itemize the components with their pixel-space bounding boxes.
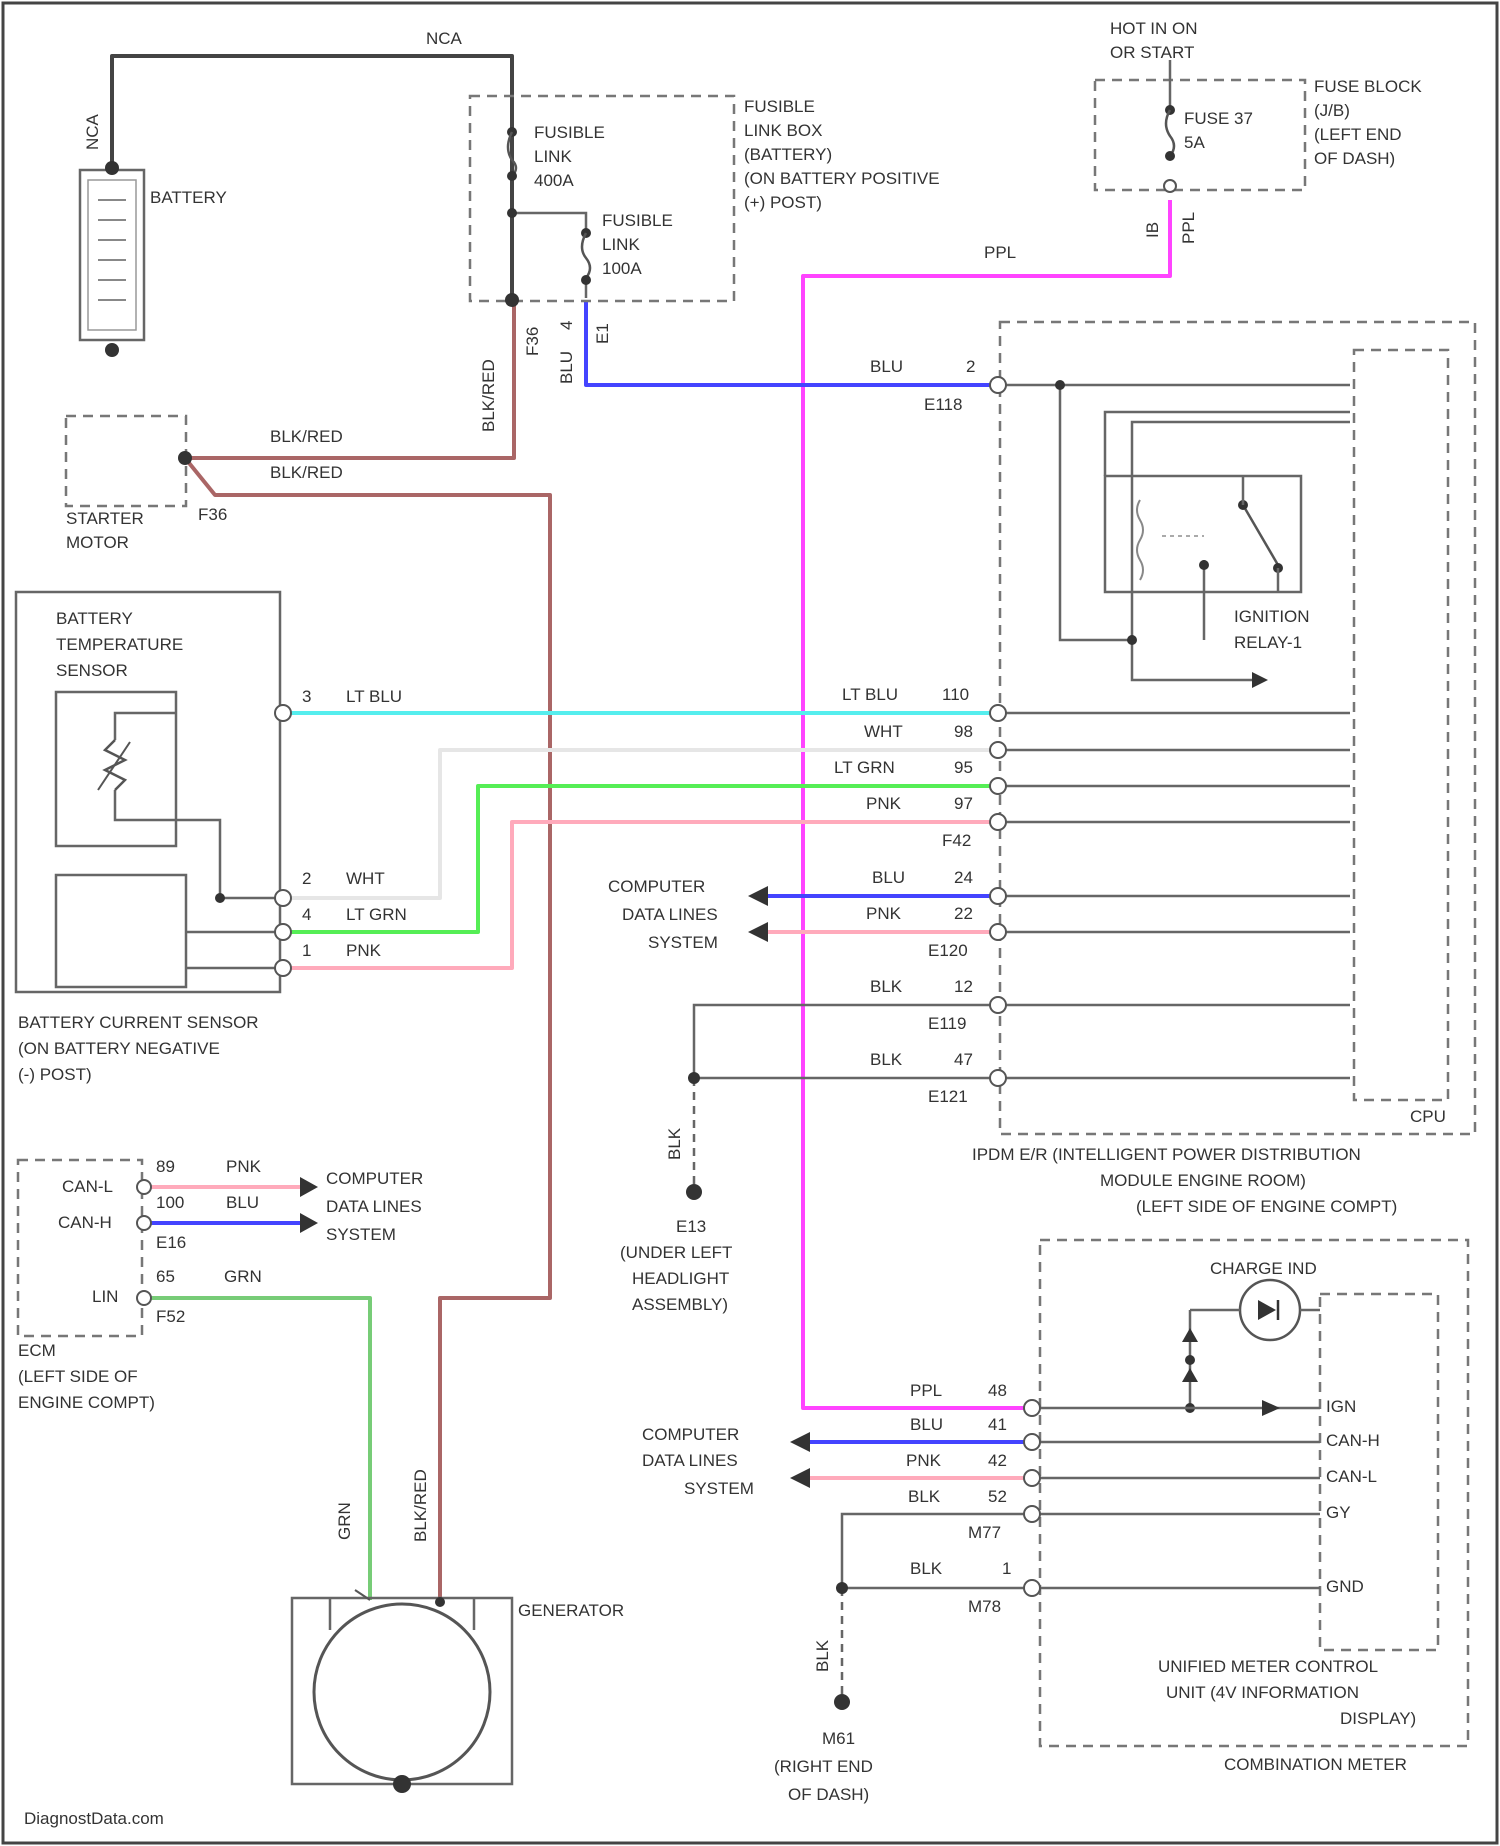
- ground-m61: [834, 1694, 850, 1710]
- meter-row-2-wire: PNK: [906, 1451, 942, 1470]
- meter-row-1-name: CAN-H: [1326, 1431, 1380, 1450]
- bts-pin-2: 4: [302, 905, 311, 924]
- ipdm-row-5-wire: PNK: [866, 904, 902, 923]
- m61-junction: [836, 1582, 848, 1594]
- ipdm-row-0-wire: LT BLU: [842, 685, 898, 704]
- ecm-pin-1-conn: E16: [156, 1233, 186, 1252]
- generator-label: GENERATOR: [518, 1601, 624, 1620]
- ipdm-row-7-pin: 47: [954, 1050, 973, 1069]
- meter-row-1-wire: BLU: [910, 1415, 943, 1434]
- meter-row-1-pin: 41: [988, 1415, 1007, 1434]
- generator-blkred: BLK/RED: [411, 1469, 430, 1542]
- ecm-pin-2-wire: GRN: [224, 1267, 262, 1286]
- ipdm-row-1-wire: WHT: [864, 722, 903, 741]
- meter-row-4-wire: BLK: [910, 1559, 943, 1578]
- ipdm-row-6-conn: E119: [928, 1014, 966, 1033]
- ipdm-row-2-wire: LT GRN: [834, 758, 895, 777]
- ground-e13: [686, 1184, 702, 1200]
- ipdm-row-7-wire: BLK: [870, 1050, 903, 1069]
- bts-pin-0: 3: [302, 687, 311, 706]
- meter-row-3-pin: 52: [988, 1487, 1007, 1506]
- bts-wire-0: LT BLU: [346, 687, 402, 706]
- meter-row-2-pin: 42: [988, 1451, 1007, 1470]
- ipdm-row-4-wire: BLU: [872, 868, 905, 887]
- meter-row-0-pin: 48: [988, 1381, 1007, 1400]
- diagram-border: [3, 3, 1497, 1843]
- watermark: DiagnostData.com: [24, 1809, 164, 1828]
- battery-label: BATTERY: [150, 188, 227, 207]
- fusible-pin-f36: F36: [523, 327, 542, 356]
- ipdm-row-5-pin: 22: [954, 904, 973, 923]
- cpu-label: CPU: [1410, 1107, 1446, 1126]
- ecm-pin-1-wire: BLU: [226, 1193, 259, 1212]
- combination-meter-label: COMBINATION METER: [1224, 1755, 1407, 1774]
- ipdm-row-3-pin: 97: [954, 794, 973, 813]
- starter-terminal: [178, 451, 192, 465]
- starter-pin: F36: [198, 505, 227, 524]
- bts-pin-1: 2: [302, 869, 311, 888]
- ipdm-top-wire: BLU: [870, 357, 903, 376]
- fuse-pin-ib: IB: [1143, 222, 1162, 238]
- ipdm-row-7-conn: E121: [928, 1087, 968, 1106]
- ecm-pin-2-conn: F52: [156, 1307, 185, 1326]
- meter-row-3-conn: M77: [968, 1523, 1001, 1542]
- ipdm-top-conn: E118: [924, 395, 962, 414]
- meter-row-3-name: GY: [1326, 1503, 1351, 1522]
- bts-wire-1: WHT: [346, 869, 385, 888]
- fusible-pin-4: 4: [557, 321, 576, 330]
- ipdm-row-3-conn: F42: [942, 831, 971, 850]
- bts-wire-3: PNK: [346, 941, 382, 960]
- ipdm-row-4-pin: 24: [954, 868, 973, 887]
- battery-wire-label: NCA: [83, 113, 102, 150]
- charge-ind-label: CHARGE IND: [1210, 1259, 1317, 1278]
- fusible-pin-e1: E1: [593, 323, 612, 344]
- starter-wire2: BLK/RED: [270, 463, 343, 482]
- meter-row-4-name: GND: [1326, 1577, 1364, 1596]
- ppl-label: PPL: [984, 243, 1016, 262]
- bts-wire-2: LT GRN: [346, 905, 407, 924]
- meter-row-3-wire: BLK: [908, 1487, 941, 1506]
- ecm-pin-0-wire: PNK: [226, 1157, 262, 1176]
- ipdm-row-1-pin: 98: [954, 722, 973, 741]
- fusible-blu-wire: BLU: [557, 351, 576, 384]
- ground-junction: [688, 1072, 700, 1084]
- ecm-pin-2-pin: 65: [156, 1267, 175, 1286]
- ecm-pin-0-pin: 89: [156, 1157, 175, 1176]
- ground-m61-wire: BLK: [813, 1639, 832, 1672]
- fuse-ppl-wire: PPL: [1179, 212, 1198, 244]
- meter-row-2-name: CAN-L: [1326, 1467, 1377, 1486]
- fusible-blkred-wire: BLK/RED: [479, 359, 498, 432]
- meter-row-4-pin: 1: [1002, 1559, 1011, 1578]
- ipdm-row-2-pin: 95: [954, 758, 973, 777]
- ground-e13-wire: BLK: [665, 1127, 684, 1160]
- ipdm-row-5-conn: E120: [928, 941, 968, 960]
- ecm-pin-1-name: CAN-H: [58, 1213, 112, 1232]
- ecm-pin-0-name: CAN-L: [62, 1177, 113, 1196]
- generator-grn: GRN: [335, 1502, 354, 1540]
- top-wire-label: NCA: [426, 29, 463, 48]
- ipdm-top-pin: 2: [966, 357, 975, 376]
- ipdm-row-6-wire: BLK: [870, 977, 903, 996]
- ipdm-row-0-pin: 110: [942, 685, 969, 704]
- ipdm-row-6-pin: 12: [954, 977, 973, 996]
- ecm-pin-1-pin: 100: [156, 1193, 184, 1212]
- meter-row-0-wire: PPL: [910, 1381, 942, 1400]
- starter-wire1: BLK/RED: [270, 427, 343, 446]
- meter-row-0-name: IGN: [1326, 1397, 1356, 1416]
- ipdm-row-3-wire: PNK: [866, 794, 902, 813]
- ecm-pin-2-name: LIN: [92, 1287, 118, 1306]
- bts-pin-3: 1: [302, 941, 311, 960]
- meter-row-4-conn: M78: [968, 1597, 1001, 1616]
